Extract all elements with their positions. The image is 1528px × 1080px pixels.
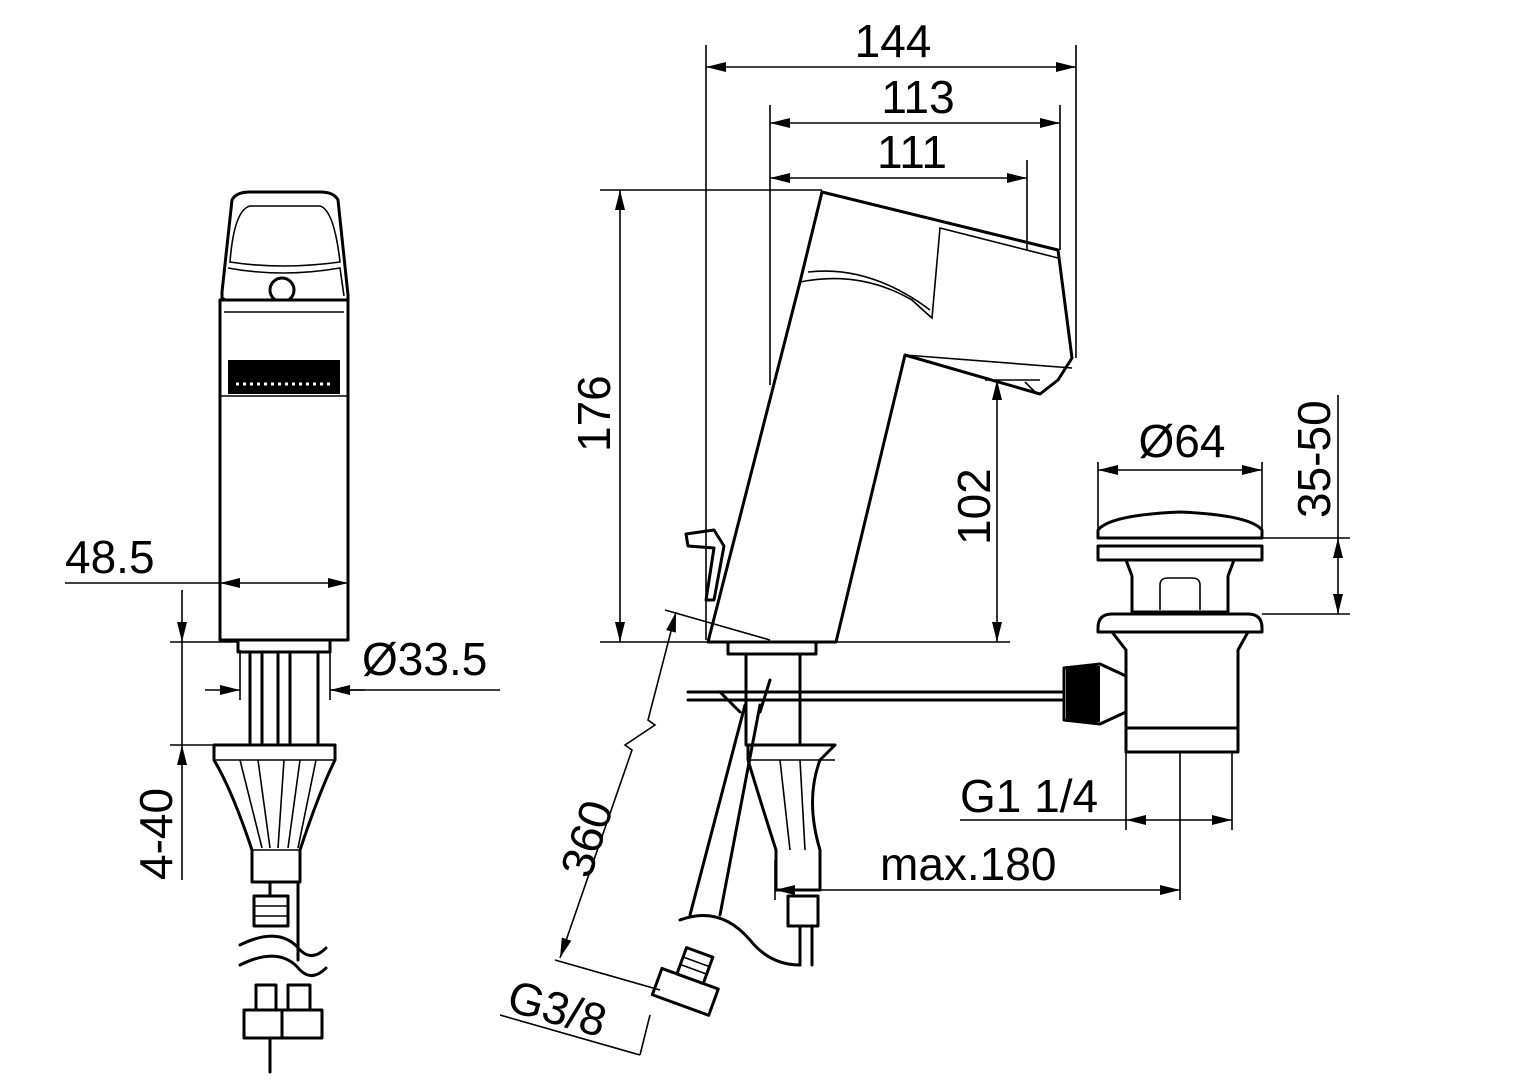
- dimension-hose-length: 360: [550, 609, 771, 959]
- side-pipes: [650, 640, 1072, 1017]
- pop-up-lever: [684, 528, 726, 602]
- dim-label-max-180: max.180: [880, 838, 1056, 890]
- dimension-hole-diameter: Ø33.5: [205, 633, 500, 700]
- dimension-body-width: 48.5: [65, 531, 348, 588]
- dimension-projections: 144 113 111: [705, 15, 1077, 640]
- supply-pipes: [236, 638, 332, 747]
- dim-label-33-5: Ø33.5: [362, 633, 487, 685]
- lever-handle: [220, 190, 350, 314]
- fixing-cone: [212, 743, 337, 884]
- dim-label-64: Ø64: [1139, 415, 1226, 467]
- dim-label-g1-1-4: G1 1/4: [960, 770, 1098, 822]
- side-view: 144 113 111 176 102 360 G3/8: [499, 15, 1077, 1056]
- dimension-outlet-height: 102: [836, 379, 1040, 643]
- front-view: 48.5 Ø33.5 4-40: [65, 190, 500, 1074]
- dim-label-48-5: 48.5: [65, 531, 155, 583]
- dim-label-35-50: 35-50: [1288, 400, 1340, 518]
- dim-label-g3-8: G3/8: [502, 970, 612, 1047]
- dim-label-113: 113: [881, 71, 954, 123]
- waste-cap: [1096, 510, 1264, 540]
- mixer-body: [218, 298, 350, 642]
- dim-label-360: 360: [550, 794, 623, 883]
- dim-label-102: 102: [948, 468, 1000, 545]
- dim-label-4-40: 4-40: [130, 788, 182, 880]
- dim-label-176: 176: [568, 375, 620, 452]
- dimension-deck-thickness: 4-40: [130, 590, 238, 880]
- pop-up-waste: Ø64 35-50 G1 1/4 max.180: [774, 395, 1350, 900]
- spout-body: [706, 190, 1074, 644]
- aerator-slot: [228, 360, 340, 394]
- dim-label-144: 144: [855, 15, 932, 67]
- hose-connectors: [238, 880, 328, 1074]
- dimension-hose-thread: G3/8: [499, 959, 661, 1056]
- indicator-dot-icon: [268, 276, 296, 304]
- dim-label-111: 111: [877, 126, 947, 178]
